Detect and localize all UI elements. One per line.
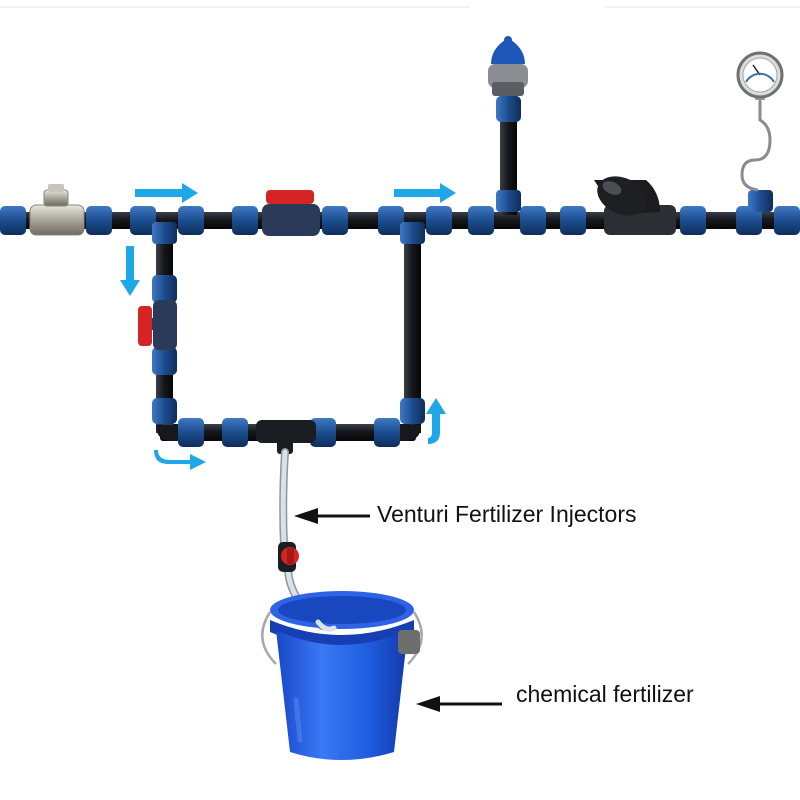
hose-end — [315, 619, 337, 632]
flow-arrow-curve-right — [154, 450, 206, 470]
pressure-gauge — [736, 51, 784, 192]
venturi-injector-label: Venturi Fertilizer Injectors — [377, 501, 637, 527]
flow-arrow-up — [426, 398, 446, 444]
venturi-injector — [256, 420, 316, 454]
air-release-valve — [488, 36, 528, 96]
callout-arrows — [294, 508, 502, 712]
bypass-loop — [156, 228, 421, 441]
fertilizer-bucket — [261, 591, 423, 760]
flow-arrows — [120, 183, 456, 470]
bypass-fittings — [152, 96, 521, 447]
callout-arrowhead-venturi — [294, 508, 318, 524]
brass-gate-valve — [29, 184, 85, 236]
hose-ball-valve — [278, 542, 299, 572]
flow-arrow-right-1 — [135, 183, 198, 203]
chemical-fertilizer-label: chemical fertilizer — [516, 681, 694, 707]
ball-valve-bypass — [138, 300, 177, 350]
flow-arrow-down — [120, 246, 140, 296]
main-line-fittings — [0, 190, 800, 244]
callout-arrowhead-fertilizer — [416, 696, 440, 712]
flow-arrow-right-2 — [394, 183, 456, 203]
disc-filter — [594, 176, 676, 235]
ball-valve-main — [262, 190, 320, 236]
